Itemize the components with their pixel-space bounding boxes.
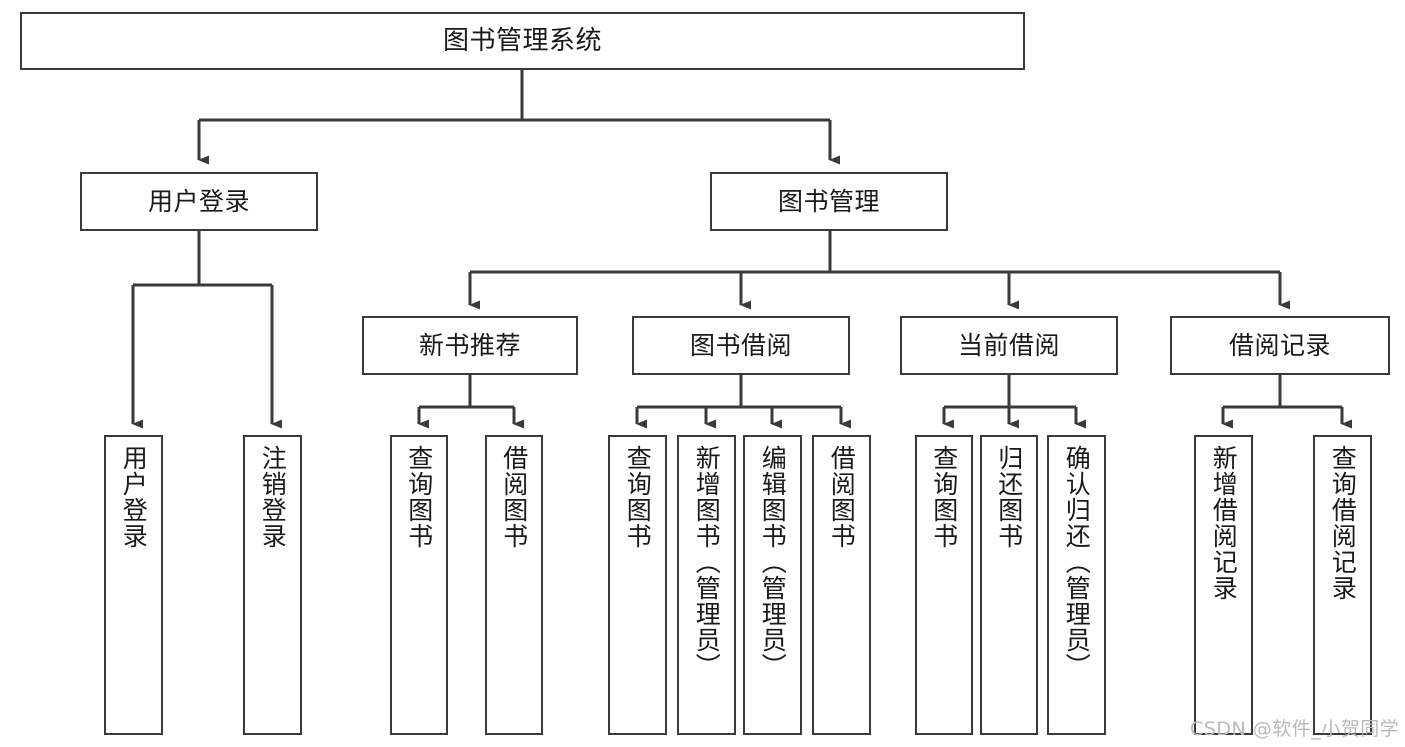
node-cb-confirm-return-label: 确认归还（管理员） — [1062, 445, 1092, 679]
node-root-label: 图书管理系统 — [442, 25, 602, 56]
node-cb-confirm-return[interactable]: 确认归还（管理员） — [1047, 435, 1106, 735]
node-user-login-label: 用户登录 — [147, 186, 250, 216]
node-book-manage-label: 图书管理 — [777, 186, 880, 216]
node-borrow-record[interactable]: 借阅记录 — [1170, 316, 1390, 375]
node-borrow-record-label: 借阅记录 — [1228, 330, 1331, 360]
node-bb-edit-book-label: 编辑图书（管理员） — [758, 445, 788, 679]
node-book-borrow[interactable]: 图书借阅 — [632, 316, 850, 375]
node-bb-add-book-label: 新增图书（管理员） — [692, 445, 722, 679]
node-bb-borrow-book[interactable]: 借阅图书 — [812, 435, 871, 735]
node-bb-edit-book[interactable]: 编辑图书（管理员） — [743, 435, 802, 735]
node-user-logout-leaf-label: 注销登录 — [258, 445, 288, 549]
node-current-borrow-label: 当前借阅 — [957, 330, 1060, 360]
node-book-manage[interactable]: 图书管理 — [710, 172, 948, 231]
node-user-login-leaf[interactable]: 用户登录 — [104, 435, 163, 735]
node-cb-return-book-label: 归还图书 — [994, 445, 1024, 549]
node-bb-borrow-book-label: 借阅图书 — [827, 445, 857, 549]
node-user-login-leaf-label: 用户登录 — [119, 445, 149, 549]
node-bb-query-book-label: 查询图书 — [623, 445, 653, 549]
node-cb-return-book[interactable]: 归还图书 — [980, 435, 1038, 735]
node-user-login[interactable]: 用户登录 — [80, 172, 318, 231]
node-new-book-rec[interactable]: 新书推荐 — [362, 316, 578, 375]
node-nbr-query-book-label: 查询图书 — [404, 445, 434, 549]
node-bb-add-book[interactable]: 新增图书（管理员） — [677, 435, 736, 735]
node-br-query-record-label: 查询借阅记录 — [1328, 445, 1358, 601]
node-book-borrow-label: 图书借阅 — [689, 330, 792, 360]
node-br-add-record-label: 新增借阅记录 — [1209, 445, 1239, 601]
node-user-logout-leaf[interactable]: 注销登录 — [243, 435, 302, 735]
node-nbr-query-book[interactable]: 查询图书 — [390, 435, 448, 735]
node-nbr-borrow-book-label: 借阅图书 — [499, 445, 529, 549]
node-nbr-borrow-book[interactable]: 借阅图书 — [485, 435, 543, 735]
node-bb-query-book[interactable]: 查询图书 — [608, 435, 667, 735]
node-br-query-record[interactable]: 查询借阅记录 — [1313, 435, 1372, 735]
node-current-borrow[interactable]: 当前借阅 — [900, 316, 1118, 375]
node-new-book-rec-label: 新书推荐 — [418, 330, 521, 360]
csdn-watermark: CSDN @软件_小贺同学 — [1190, 718, 1400, 740]
node-cb-query-book[interactable]: 查询图书 — [915, 435, 973, 735]
node-root[interactable]: 图书管理系统 — [20, 12, 1025, 70]
node-br-add-record[interactable]: 新增借阅记录 — [1194, 435, 1253, 735]
node-cb-query-book-label: 查询图书 — [929, 445, 959, 549]
